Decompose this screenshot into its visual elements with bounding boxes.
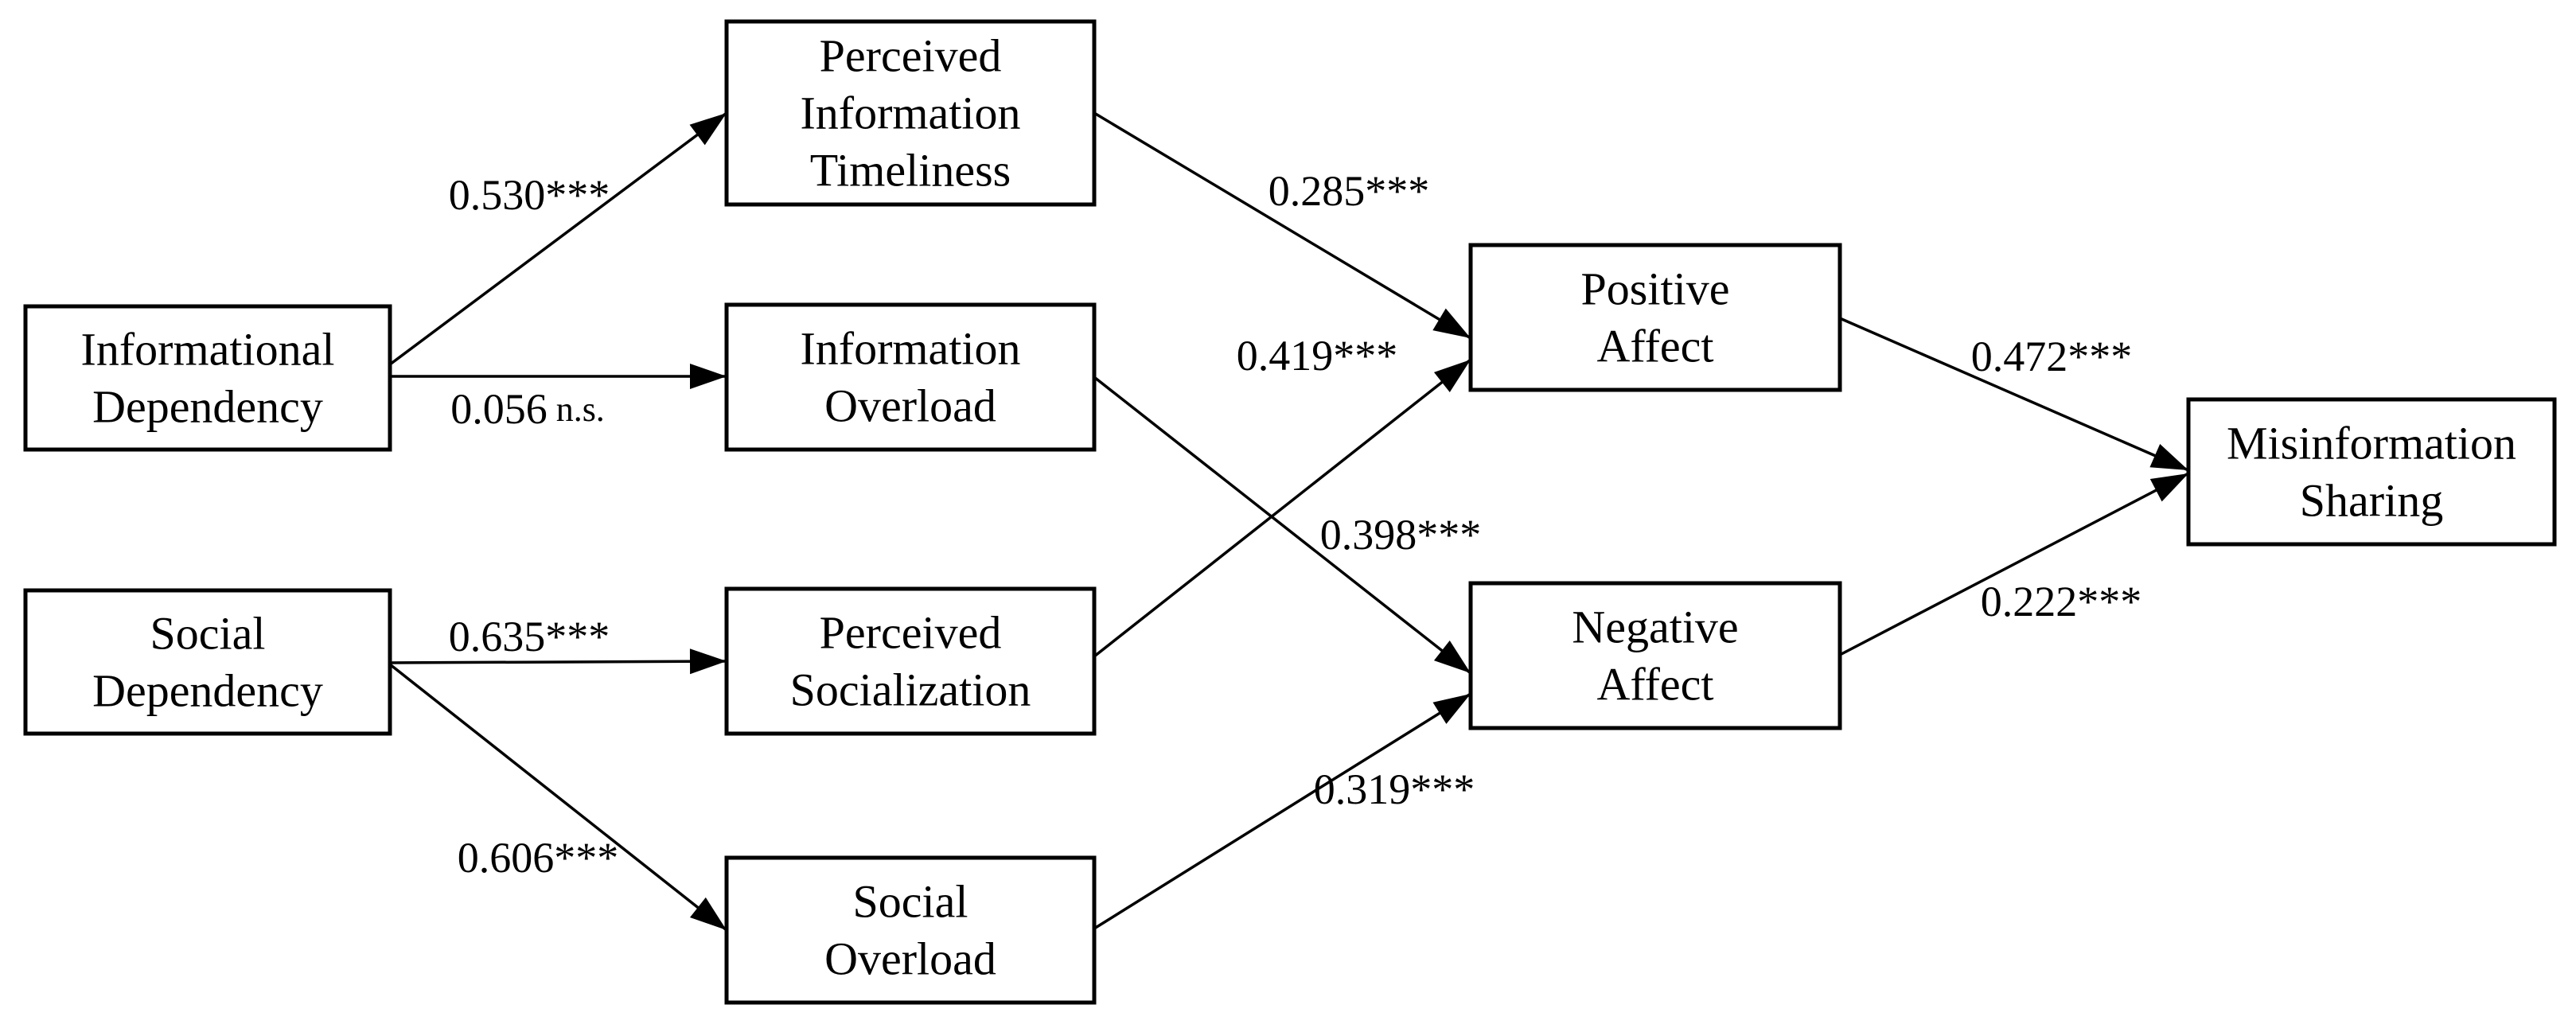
- node-box-negative-affect: [1468, 581, 1842, 730]
- edge-perceived-information-timeliness-to-positive-affect: [1093, 111, 1471, 340]
- edge-positive-affect-to-misinformation-sharing: [1839, 317, 2189, 472]
- node-box-information-overload: [724, 302, 1097, 452]
- node-box-social-overload: [724, 855, 1097, 1005]
- edge-label-negative-affect-to-misinformation-sharing: 0.222***: [1981, 578, 2142, 625]
- node-box-perceived-information-timeliness: [724, 19, 1097, 207]
- node-box-positive-affect: [1468, 243, 1842, 392]
- edge-labels-layer: 0.530*** 0.056 n.s. 0.635*** 0.606*** 0.285*…: [449, 167, 2142, 882]
- edge-label-informational-dependency-to-information-overload: 0.056 n.s.: [450, 385, 605, 433]
- edge-label-social-overload-to-negative-affect: 0.319***: [1314, 765, 1475, 813]
- edge-label-positive-affect-to-misinformation-sharing: 0.472***: [1971, 333, 2133, 380]
- node-box-social-dependency: [23, 588, 392, 736]
- edge-social-overload-to-negative-affect: [1093, 692, 1471, 930]
- node-box-informational-dependency: [23, 304, 392, 452]
- edge-informational-dependency-to-perceived-information-timeliness: [388, 111, 728, 366]
- edge-label-perceived-information-timeliness-to-positive-affect: 0.285***: [1269, 167, 1430, 215]
- node-box-misinformation-sharing: [2186, 397, 2557, 547]
- edge-social-dependency-to-social-overload: [388, 663, 728, 932]
- edge-negative-affect-to-misinformation-sharing: [1839, 472, 2189, 656]
- edge-label-perceived-socialization-to-positive-affect: 0.419***: [1237, 332, 1398, 380]
- edges-layer: [388, 111, 2189, 932]
- edge-social-dependency-to-perceived-socialization: [389, 648, 727, 675]
- edge-perceived-socialization-to-positive-affect: [1093, 358, 1472, 658]
- edge-label-informational-dependency-to-perceived-information-timeliness: 0.530***: [449, 171, 610, 219]
- edge-label-social-dependency-to-social-overload: 0.606***: [458, 834, 619, 882]
- edge-information-overload-to-negative-affect: [1093, 376, 1472, 675]
- edge-label-social-dependency-to-perceived-socialization: 0.635***: [449, 613, 610, 660]
- edge-label-information-overload-to-negative-affect: 0.398***: [1320, 511, 1482, 559]
- node-box-perceived-socialization: [724, 586, 1097, 736]
